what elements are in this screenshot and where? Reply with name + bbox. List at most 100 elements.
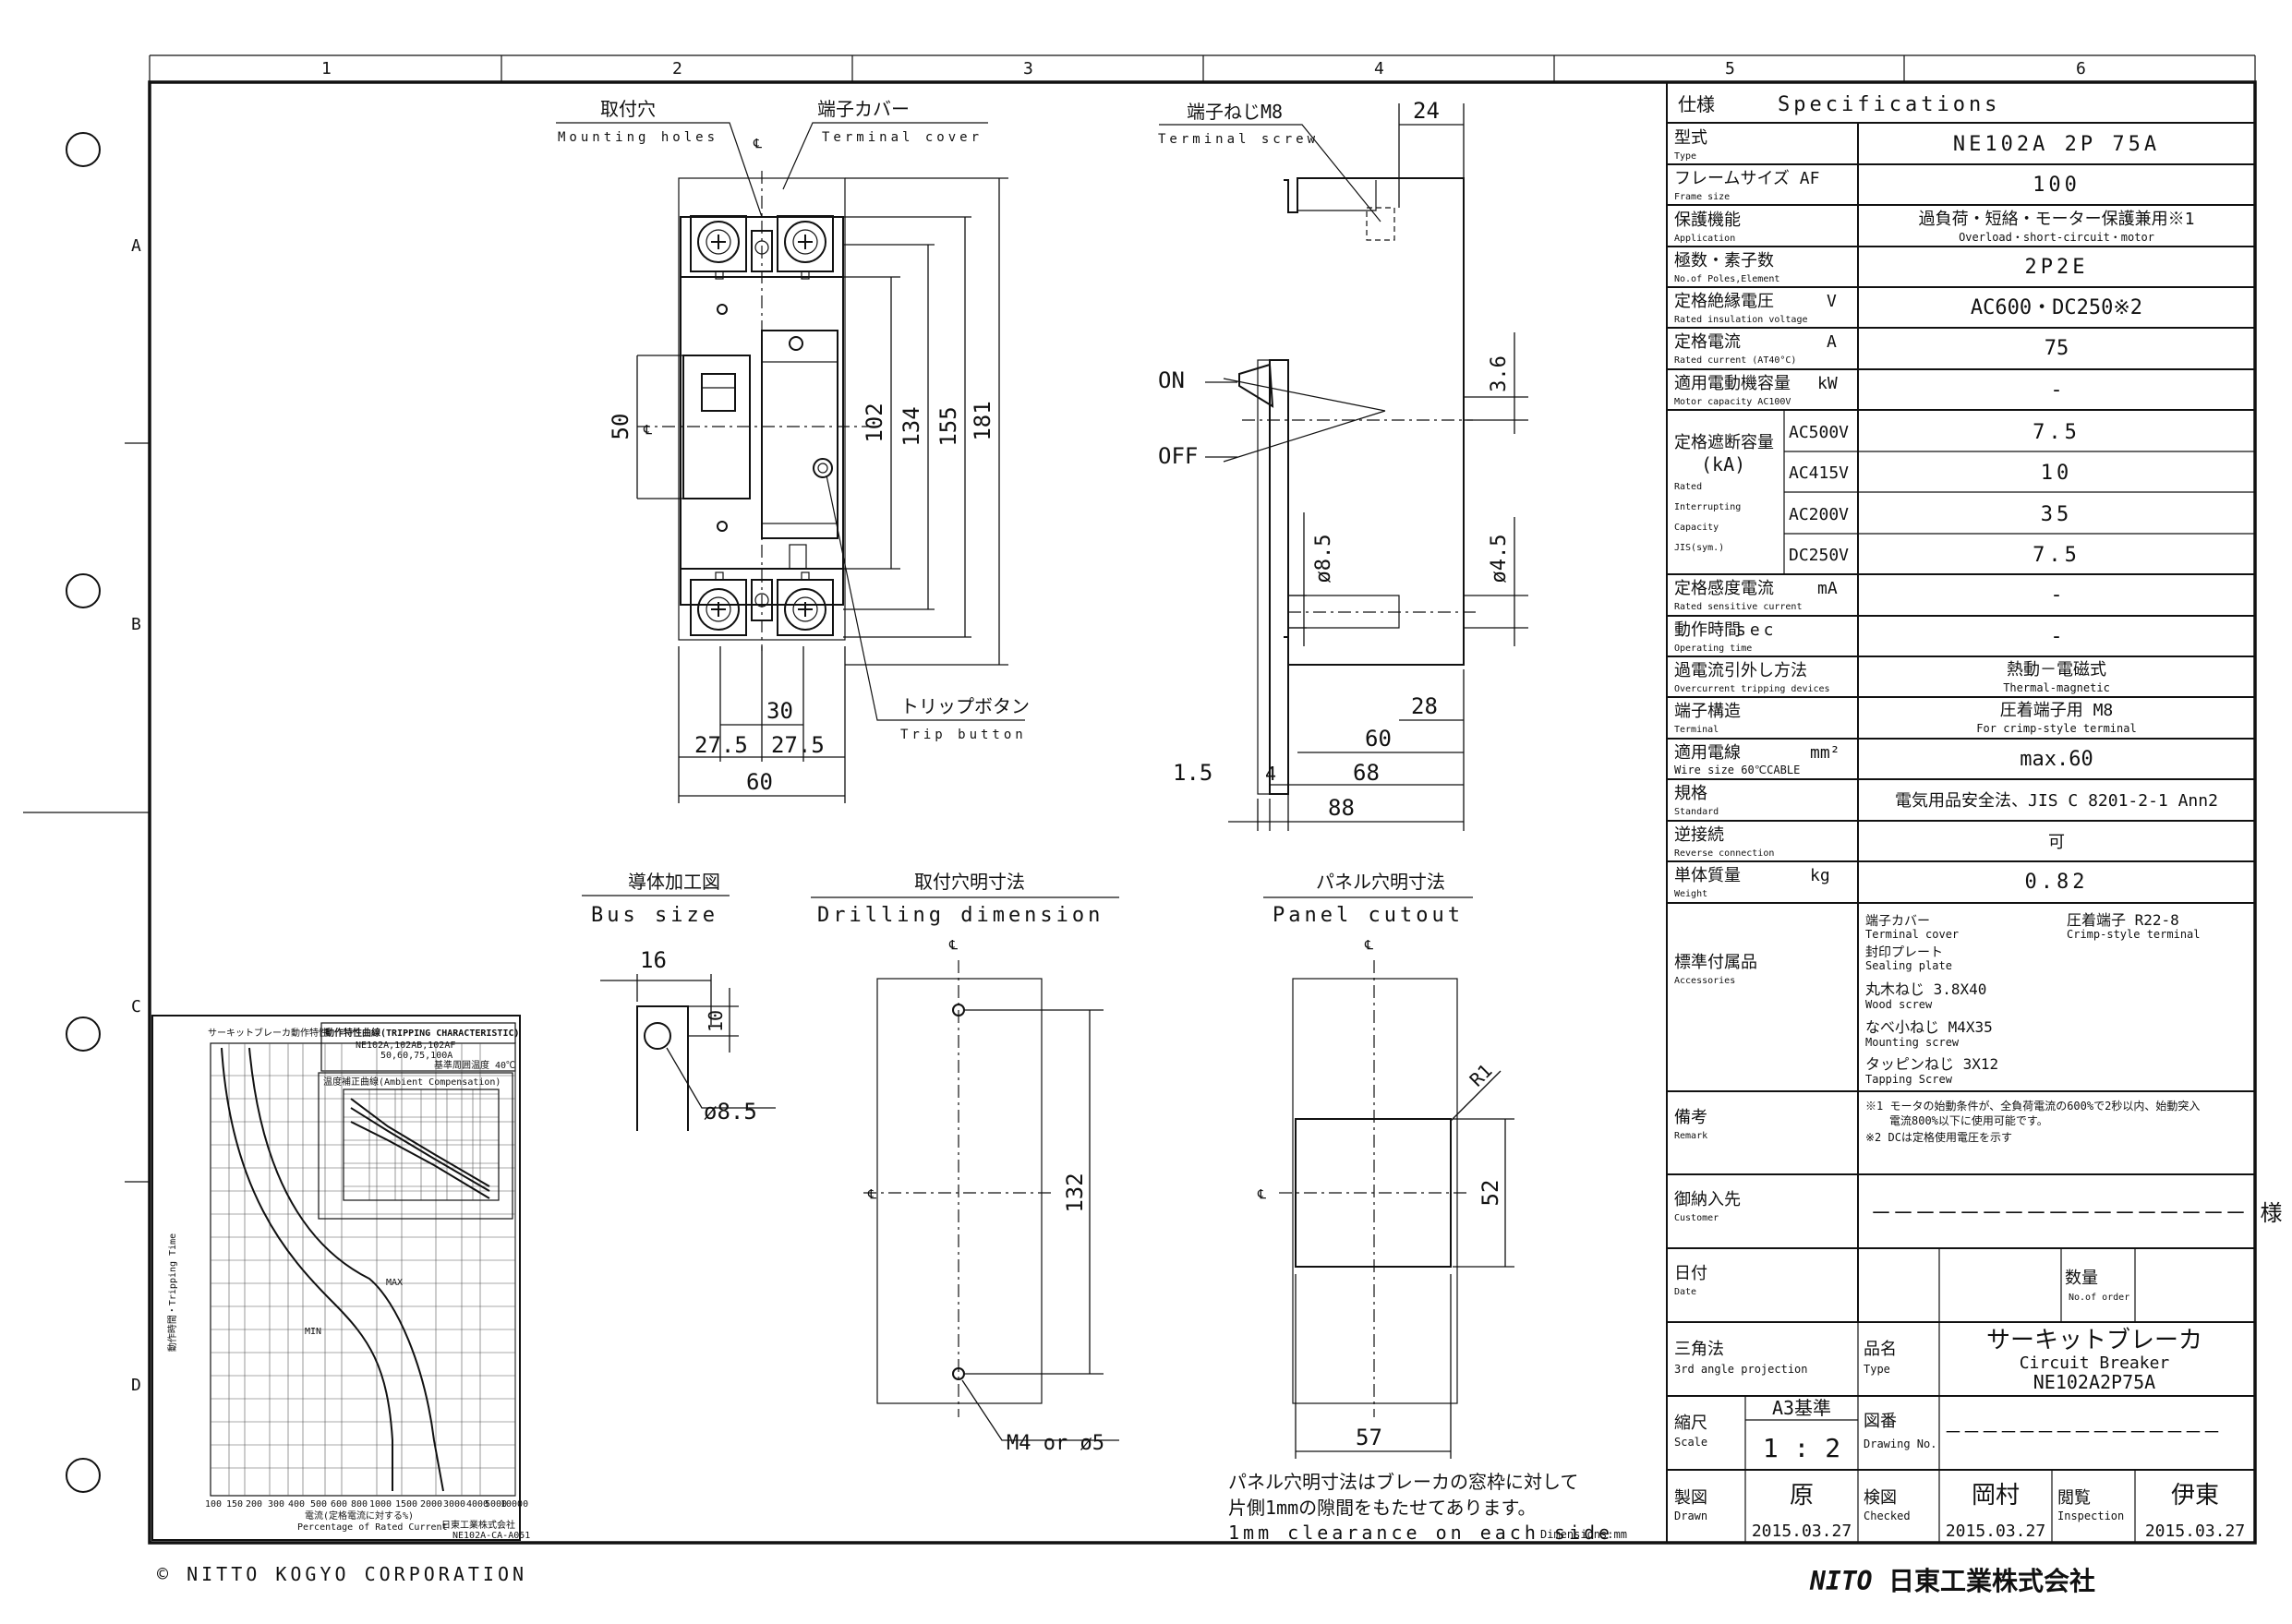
title-block-scale: 縮尺 Scale A3基準 1 : 2 図番 Drawing No. －－－－－… — [1674, 1396, 2221, 1470]
accessory-item: タッピンねじ 3X12 — [1865, 1055, 1998, 1073]
bus-size-title-en: Bus size — [591, 904, 718, 927]
side-dim-dia-8-5: ø8.5 — [1312, 535, 1335, 583]
chart-y-label: 動作時間・Tripping Time — [166, 1233, 178, 1352]
dim-27-5-left: 27.5 — [694, 732, 748, 758]
scale-standard: A3基準 — [1772, 1397, 1831, 1419]
spec-row: 単体質量 kg Weight 0.82 — [1674, 866, 2084, 899]
spec-row-label-ja: 逆接続 — [1674, 825, 1724, 845]
spec-row-label-ja: 規格 — [1674, 784, 1707, 803]
chart-subtitle-4: 基準周囲温度 40℃ — [434, 1059, 515, 1071]
chart-x-tick: 200 — [246, 1499, 262, 1510]
chart-x-tick: 400 — [288, 1499, 305, 1510]
chart-x-tick: 4000 — [466, 1499, 489, 1510]
projection-label-ja: 三角法 — [1674, 1340, 1724, 1359]
customer-label-ja: 御納入先 — [1674, 1190, 1741, 1209]
dim-27-5-right: 27.5 — [771, 732, 825, 758]
spec-row-label-ja: フレームサイズ AF — [1674, 169, 1819, 188]
dim-60: 60 — [746, 769, 773, 795]
inspection-label-ja: 閲覧 — [2057, 1488, 2091, 1508]
panel-note-line3: 1mm clearance on each side — [1228, 1522, 1613, 1544]
row-letters: A B C D — [131, 236, 141, 1395]
accessories-label-ja: 標準付属品 — [1674, 953, 1757, 972]
trip-button-label-en: Trip button — [900, 728, 1027, 742]
specification-table: 仕様 Specifications 型式 Type NE102A 2P 75A … — [1666, 81, 2282, 1544]
accessories-label-en: Accessories — [1674, 976, 1735, 986]
chart-x-tick: 800 — [351, 1499, 368, 1510]
col-number: 4 — [1374, 59, 1384, 78]
spec-row-label-ja: 単体質量 — [1674, 866, 1741, 885]
interrupt-label-en: Capacity — [1674, 523, 1719, 533]
panel-title-en: Panel cutout — [1273, 904, 1464, 927]
front-view: ℄ ℄ 取付穴 Mounting holes 端子カバー Terminal co… — [556, 98, 1030, 803]
chart-x-tick: 100 — [205, 1499, 222, 1510]
chart-subtitle-2: NE102A,102AB,102AF — [356, 1041, 455, 1051]
chart-x-tick: 2000 — [420, 1499, 442, 1510]
trip-button-label-ja: トリップボタン — [900, 695, 1030, 717]
dimensions-unit: Dimensions:mm — [1540, 1528, 1627, 1541]
bus-size-title-ja: 導体加工図 — [628, 871, 720, 893]
side-dim-60: 60 — [1365, 726, 1392, 752]
spec-row-sub: Overload・short-circuit・motor — [1959, 231, 2154, 244]
company-logo: NITO 日東工業株式会社 — [1809, 1566, 2095, 1596]
spec-row-value: 可 — [2048, 833, 2065, 852]
remark-line: ※1 モータの始動条件が、全負荷電流の600%で2秒以内、始動突入 — [1865, 1099, 2200, 1113]
drawing-no-label-en: Drawing No. — [1864, 1438, 1936, 1450]
side-dim-24: 24 — [1413, 98, 1440, 124]
accessory-item-en: Mounting screw — [1865, 1036, 1960, 1049]
accessory-item-en: Tapping Screw — [1865, 1073, 1953, 1086]
spec-row-label-en: Motor capacity AC100V — [1674, 397, 1791, 407]
chart-x-tick: 1000 — [369, 1499, 392, 1510]
date-label-en: Date — [1674, 1287, 1696, 1297]
row-letter: C — [131, 997, 141, 1017]
inspection-label-en: Inspection — [2057, 1510, 2124, 1522]
interrupt-voltage: AC200V — [1789, 505, 1849, 524]
product-code: NE102A2P75A — [2033, 1371, 2155, 1393]
terminal-cover-label-ja: 端子カバー — [817, 98, 910, 120]
date-label-ja: 日付 — [1674, 1264, 1707, 1283]
spec-row-unit: mm² — [1810, 743, 1840, 763]
spec-row-label-en: Operating time — [1674, 644, 1752, 654]
spec-row: 定格電流 A Rated current (AT40°C) 75 — [1674, 332, 2069, 366]
chart-min-label: MIN — [305, 1327, 321, 1337]
chart-max-label: MAX — [386, 1278, 403, 1288]
spec-row: 型式 Type NE102A 2P 75A — [1674, 128, 2156, 162]
mounting-holes-label-en: Mounting holes — [558, 130, 718, 145]
side-dim-4: 4 — [1265, 763, 1276, 785]
drawn-name: 原 — [1790, 1482, 1814, 1510]
spec-row-label-en: Type — [1674, 151, 1696, 162]
spec-row-value: max.60 — [2020, 748, 2093, 771]
spec-row-value: 2P2E — [2025, 256, 2089, 279]
accessory-item-en: Sealing plate — [1865, 959, 1952, 972]
spec-row-sub: Thermal-magnetic — [2003, 681, 2110, 694]
chart-x-label-en: Percentage of Rated Current — [297, 1522, 448, 1533]
checked-name: 岡村 — [1972, 1482, 2020, 1510]
bus-dim-dia-8-5: ø8.5 — [704, 1099, 757, 1125]
drawing-no-label-ja: 図番 — [1864, 1412, 1897, 1431]
bus-size-view: 導体加工図 Bus size 16 10 ø8.5 — [582, 871, 776, 1131]
spec-row-unit: V — [1827, 292, 1837, 311]
interrupt-value: 35 — [2041, 503, 2073, 526]
panel-note-line1: パネル穴明寸法はブレーカの窓枠に対して — [1228, 1471, 1578, 1493]
bus-dim-10: 10 — [705, 1010, 727, 1032]
interrupt-unit: (kA) — [1701, 453, 1745, 475]
col-number: 6 — [2076, 59, 2086, 78]
side-dim-68: 68 — [1353, 760, 1380, 786]
drawn-label-en: Drawn — [1674, 1510, 1707, 1522]
spec-row-value: 100 — [2033, 174, 2081, 197]
bus-dim-16: 16 — [640, 947, 667, 973]
spec-row: 定格感度電流 mA Rated sensitive current - — [1674, 579, 2063, 612]
spec-row-sub: For crimp-style terminal — [1976, 722, 2136, 735]
spec-row-label-ja: 定格感度電流 — [1674, 579, 1774, 598]
spec-row: 動作時間 sec Operating time - — [1674, 620, 2063, 654]
spec-row-label-ja: 適用電線 — [1674, 743, 1741, 763]
side-dim-88: 88 — [1328, 795, 1355, 821]
spec-row: フレームサイズ AF Frame size 100 — [1674, 169, 2081, 202]
product-name-ja: サーキットブレーカ — [1986, 1327, 2202, 1354]
dim-102: 102 — [862, 403, 887, 442]
panel-title-ja: パネル穴明寸法 — [1316, 871, 1445, 893]
remark-label-en: Remark — [1674, 1131, 1707, 1141]
dim-181: 181 — [970, 401, 995, 440]
spec-row: 適用電動機容量 kW Motor capacity AC100V - — [1674, 374, 2063, 407]
